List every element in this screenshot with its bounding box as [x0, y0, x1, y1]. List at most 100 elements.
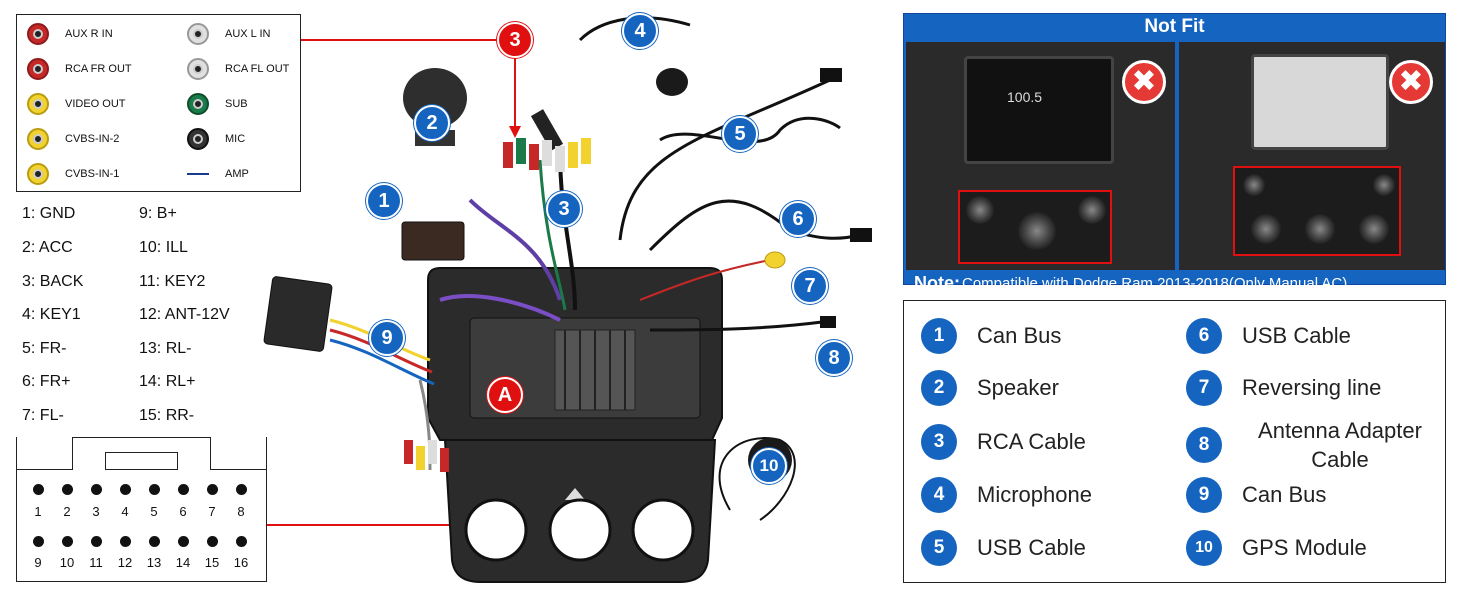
pin-label: 14: RL+ — [139, 373, 196, 390]
pin-number: 16 — [233, 555, 249, 570]
pin-dot — [91, 484, 102, 495]
part-label: USB Cable — [1242, 323, 1351, 348]
pin-number: 11 — [89, 555, 103, 570]
pin-number: 3 — [92, 504, 100, 519]
white-jack-icon — [187, 23, 209, 45]
infotainment-screen — [1251, 54, 1389, 150]
not-fit-x-icon: ✖ — [1389, 60, 1433, 104]
pin-label: 3: BACK — [22, 273, 84, 290]
pin-label: 4: KEY1 — [22, 306, 81, 323]
part-number: 10 — [1186, 530, 1222, 566]
pin-number: 14 — [175, 555, 191, 570]
legend-aux-r-in: AUX R IN — [27, 23, 113, 45]
pin-dot — [62, 536, 73, 547]
callout-reversing-line: 7 — [792, 268, 828, 304]
pin-label: 12: ANT-12V — [139, 306, 230, 323]
callout-speaker: 2 — [414, 105, 450, 141]
dash-photo-right: ✖ — [1179, 42, 1445, 270]
hvac-controls-outline — [1233, 166, 1401, 256]
yellow-jack-icon — [27, 163, 49, 185]
hvac-controls-outline — [958, 190, 1112, 264]
not-fit-x-icon: ✖ — [1122, 60, 1166, 104]
knob-icon — [1018, 212, 1056, 250]
white-jack-icon — [187, 58, 209, 80]
infotainment-screen: 100.5 — [964, 56, 1114, 164]
note-prefix: Note: — [914, 272, 960, 293]
pin-number: 7 — [208, 504, 216, 519]
knob-icon — [1243, 174, 1265, 196]
pin-number: 13 — [146, 555, 162, 570]
pin-number: 4 — [121, 504, 129, 519]
callout-usb-cable-2: 6 — [780, 201, 816, 237]
pin-label: 1: GND — [22, 205, 76, 222]
part-item: 5 USB Cable — [921, 530, 1086, 566]
dash-photo-left: 100.5 ✖ — [906, 42, 1175, 270]
red-jack-icon — [27, 58, 49, 80]
callout-usb-cable: 5 — [722, 116, 758, 152]
callout-rca-cable: 3 — [546, 191, 582, 227]
legend-sub: SUB — [187, 93, 248, 115]
part-number: 7 — [1186, 370, 1222, 406]
callout-gps-module: 10 — [751, 448, 787, 484]
rca-legend: AUX R IN RCA FR OUT VIDEO OUT CVBS-IN-2 … — [16, 14, 301, 192]
legend-cvbs-in-1: CVBS-IN-1 — [27, 163, 119, 185]
pin-label: 15: RR- — [139, 407, 195, 424]
pin-number: 5 — [150, 504, 158, 519]
not-fit-title: Not Fit — [1144, 16, 1205, 37]
legend-cvbs-in-2: CVBS-IN-2 — [27, 128, 119, 150]
part-item: 2 Speaker — [921, 370, 1059, 406]
legend-label: CVBS-IN-1 — [65, 168, 120, 180]
part-label: Microphone — [977, 482, 1092, 507]
not-fit-panel: Not Fit 100.5 ✖ ✖ Note: Compatible with … — [903, 13, 1446, 293]
pin-number: 9 — [34, 555, 42, 570]
part-number: 4 — [921, 477, 957, 513]
part-label: USB Cable — [977, 535, 1086, 560]
pin-label: 10: ILL — [139, 239, 188, 256]
part-label: GPS Module — [1242, 535, 1367, 560]
pin-dot — [178, 484, 189, 495]
pin-dot — [120, 536, 131, 547]
part-item: 3 RCA Cable — [921, 424, 1086, 460]
legend-label: RCA FL OUT — [225, 63, 290, 75]
pin-dot — [91, 536, 102, 547]
part-item: 9 Can Bus — [1186, 477, 1326, 513]
connector-key — [105, 452, 178, 470]
part-item: 4 Microphone — [921, 477, 1092, 513]
amp-line-icon — [187, 173, 209, 175]
part-number: 9 — [1186, 477, 1222, 513]
part-item: 1 Can Bus — [921, 318, 1061, 354]
parts-list: 1 Can Bus 2 Speaker 3 RCA Cable 4 Microp… — [903, 300, 1446, 583]
part-number: 5 — [921, 530, 957, 566]
green-jack-icon — [187, 93, 209, 115]
legend-label: AMP — [225, 168, 249, 180]
legend-label: RCA FR OUT — [65, 63, 132, 75]
pin-number: 1 — [34, 504, 42, 519]
pin-label: 13: RL- — [139, 340, 192, 357]
callout-a: A — [487, 377, 523, 413]
pin-number: 10 — [59, 555, 75, 570]
part-number: 3 — [921, 424, 957, 460]
pin-label: 2: ACC — [22, 239, 73, 256]
pin-number: 6 — [179, 504, 187, 519]
knob-icon — [1305, 214, 1335, 244]
legend-label: SUB — [225, 98, 248, 110]
note-text: Compatible with Dodge Ram 2013-2018(Only… — [962, 274, 1348, 292]
legend-label: CVBS-IN-2 — [65, 133, 120, 145]
pin-label: 6: FR+ — [22, 373, 71, 390]
pin-dot — [149, 484, 160, 495]
pin-dot — [207, 536, 218, 547]
part-number: 8 — [1186, 427, 1222, 463]
part-label: Can Bus — [977, 323, 1062, 348]
legend-rca-fl-out: RCA FL OUT — [187, 58, 289, 80]
knob-icon — [1359, 214, 1389, 244]
part-item: 6 USB Cable — [1186, 318, 1351, 354]
knob-icon — [1078, 196, 1106, 224]
pin-label: 5: FR- — [22, 340, 67, 357]
callout-can-bus-9: 9 — [369, 320, 405, 356]
legend-amp: AMP — [187, 168, 249, 180]
pin-dot — [33, 536, 44, 547]
pin-dot — [120, 484, 131, 495]
knob-icon — [1251, 214, 1281, 244]
connector-notch — [210, 437, 267, 470]
